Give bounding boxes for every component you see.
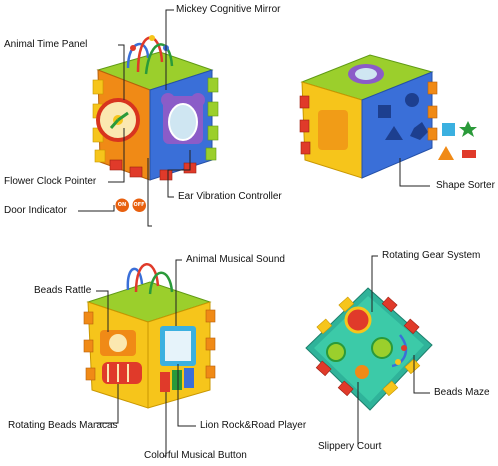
label-animal-time-panel: Animal Time Panel (4, 39, 88, 50)
label-slippery-court: Slippery Court (318, 441, 382, 452)
activity-cube-gear-view (305, 287, 433, 411)
gear-icon (355, 365, 369, 379)
label-beads-rattle: Beads Rattle (34, 285, 92, 296)
gear-icon (371, 337, 393, 359)
gear-icon (344, 306, 372, 334)
label-animal-musical-sound: Animal Musical Sound (186, 254, 285, 265)
door-off-indicator: OFF (132, 198, 146, 212)
label-rotating-gear-system: Rotating Gear System (382, 250, 481, 261)
mickey-mirror-panel (161, 93, 205, 144)
activity-cube-music-view (83, 263, 216, 409)
door-on-indicator: ON (115, 198, 129, 212)
label-rotating-beads-maracas: Rotating Beads Maracas (8, 420, 118, 431)
label-colorful-musical-button: Colorful Musical Button (144, 450, 247, 461)
label-door-indicator: Door Indicator (4, 205, 67, 216)
label-lion-rock-road-player: Lion Rock&Road Player (200, 420, 307, 431)
label-flower-clock-pointer: Flower Clock Pointer (4, 176, 97, 187)
label-ear-vibration-controller: Ear Vibration Controller (178, 191, 282, 202)
activity-cube-shape-sorter-view (299, 54, 438, 179)
gear-icon (326, 342, 346, 362)
label-shape-sorter: Shape Sorter (436, 180, 495, 191)
leader-lines (78, 9, 430, 457)
label-beads-maze: Beads Maze (434, 387, 490, 398)
label-mickey-cognitive-mirror: Mickey Cognitive Mirror (176, 4, 281, 15)
loose-shape-pieces (438, 121, 477, 160)
activity-cube-front-view (92, 35, 219, 181)
